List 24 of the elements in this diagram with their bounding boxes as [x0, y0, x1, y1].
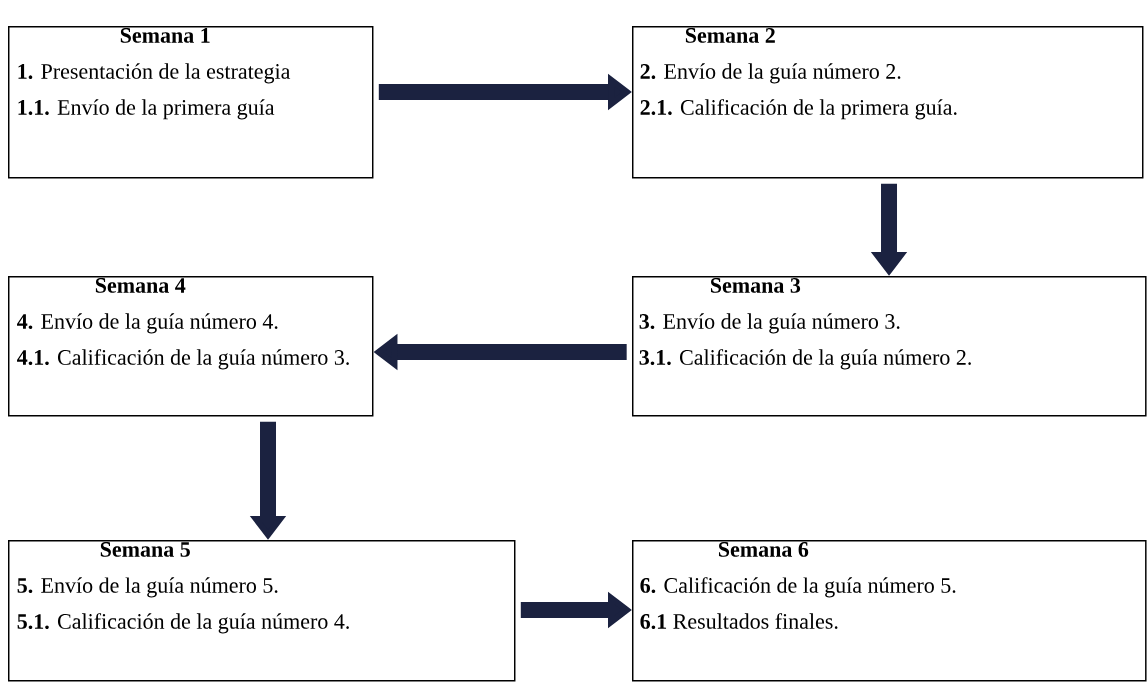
process-box: [8, 276, 374, 417]
process-box: [8, 26, 374, 179]
step-text: 3. Envío de la guía número 3.: [639, 313, 900, 334]
process-box: [632, 540, 1147, 682]
week-heading: Semana 2: [685, 28, 775, 43]
step-text: 6. Calificación de la guía número 5.: [640, 577, 956, 598]
week-heading: Semana 4: [95, 278, 186, 293]
step-text: 2. Envío de la guía número 2.: [640, 63, 901, 84]
week-heading: Semana 3: [711, 278, 801, 293]
step-text: 4.1. Calificación de la guía número 3.: [17, 349, 349, 370]
week-heading: Semana 1: [120, 28, 210, 43]
step-text: 4. Envío de la guía número 4.: [17, 313, 278, 334]
step-text: 5. Envío de la guía número 5.: [17, 577, 278, 598]
step-text: 6.1 Resultados finales.: [640, 613, 838, 629]
week-heading: Semana 5: [100, 542, 190, 557]
process-box: [632, 26, 1144, 179]
step-text: 1. Presentación de la estrategia: [18, 63, 291, 84]
week-heading: Semana 6: [719, 542, 809, 557]
step-text: 2.1. Calificación de la primera guía.: [640, 99, 957, 120]
step-text: 3.1. Calificación de la guía número 2.: [639, 349, 971, 370]
process-box: [632, 276, 1147, 417]
process-box: [8, 540, 516, 682]
step-text: 5.1. Calificación de la guía número 4.: [17, 613, 349, 634]
step-text: 1.1. Envío de la primera guía: [18, 99, 275, 120]
